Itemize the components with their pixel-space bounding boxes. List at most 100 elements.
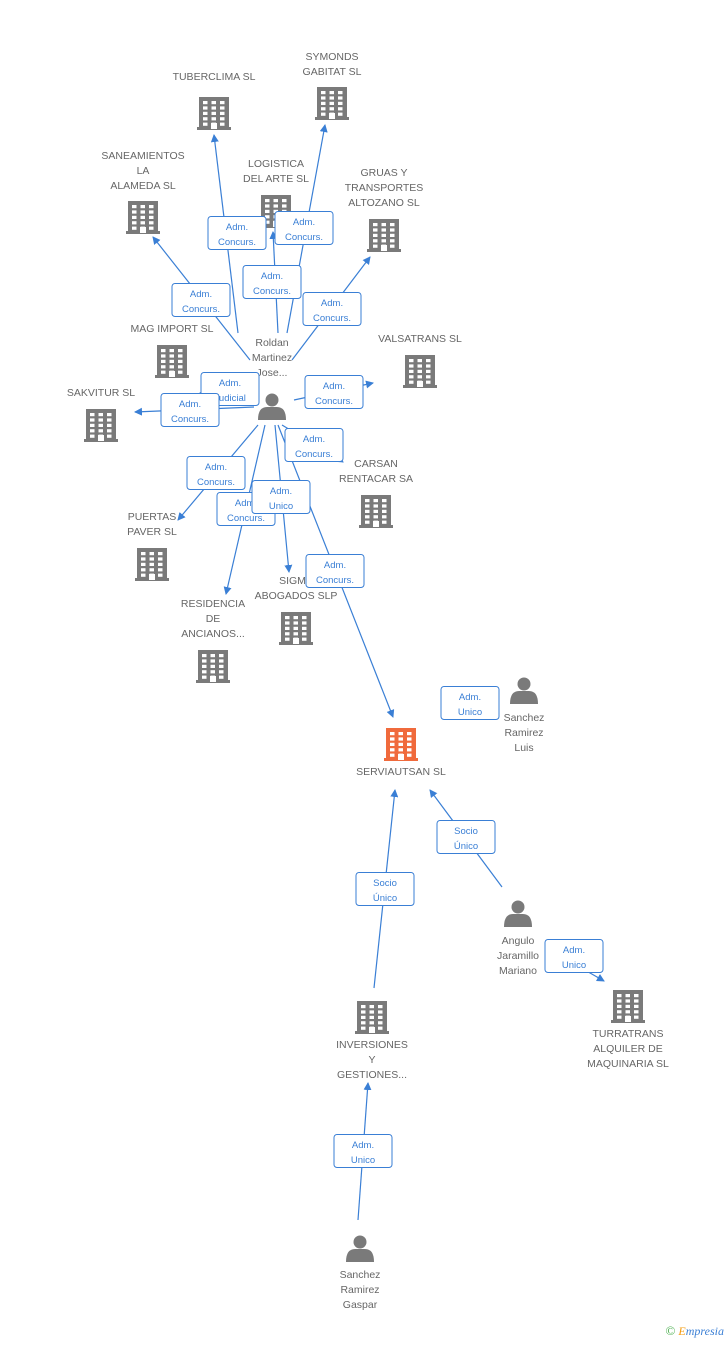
node-label: Ramirez [340, 1284, 379, 1296]
edge-label-text: Único [373, 893, 397, 904]
building-icon [126, 201, 160, 234]
node-label: VALSATRANS SL [378, 333, 462, 345]
node-label: DEL ARTE SL [243, 173, 309, 185]
building-icon [384, 728, 418, 761]
edge-label-text: Concurs. [171, 414, 209, 425]
edge-label-text: Adm. [563, 945, 585, 956]
node-label: MAQUINARIA SL [587, 1058, 669, 1070]
node-sakvitur[interactable]: SAKVITUR SL [67, 387, 135, 442]
building-icon [611, 990, 645, 1023]
node-label: Y [368, 1054, 375, 1066]
node-valsatrans[interactable]: VALSATRANS SL [378, 333, 462, 388]
edge-label-box [160, 393, 220, 427]
edge-label-text: Concurs. [182, 304, 220, 315]
edge-label-text: Adm. [205, 462, 227, 473]
empresia-logo: Empresia [678, 1324, 724, 1338]
node-label: Ramirez [504, 727, 543, 739]
edge-label-text: Concurs. [197, 477, 235, 488]
edge-label-text: Concurs. [316, 575, 354, 586]
edge-label-text: Socio [373, 878, 397, 889]
edge-label-roldan-gruas[interactable]: Adm.Concurs. [302, 292, 362, 326]
building-icon [315, 87, 349, 120]
node-label: Jaramillo [497, 950, 539, 962]
node-label: Sanchez [340, 1269, 381, 1281]
edge-label-roldan-valsatrans[interactable]: Adm.Concurs. [304, 375, 364, 409]
node-label: TUBERCLIMA SL [173, 71, 256, 83]
edge-label-roldan-logistica[interactable]: Adm.Concurs. [242, 265, 302, 299]
edge-label-box [207, 216, 267, 250]
node-label: TURRATRANS [593, 1028, 664, 1040]
node-label: ABOGADOS SLP [255, 590, 338, 602]
edge-label-roldan-symonds[interactable]: Adm.Concurs. [274, 211, 334, 245]
building-icon [403, 355, 437, 388]
edge-label-roldan-serviautsan[interactable]: Adm.Concurs. [305, 554, 365, 588]
edge-label-text: Socio [454, 826, 478, 837]
edge-label-text: Concurs. [227, 513, 265, 524]
node-label: ANCIANOS... [181, 628, 245, 640]
edge-label-box [304, 375, 364, 409]
edge-label-roldan-carsan[interactable]: Adm.Concurs. [284, 428, 344, 462]
node-sigma[interactable]: SIGMA ABOGADOS SLP [255, 575, 338, 645]
edge-label-roldan-puertas[interactable]: Adm. Concurs. [186, 456, 246, 490]
node-label: ALQUILER DE [593, 1043, 662, 1055]
edge-label-roldan-sigma[interactable]: Adm.Unico [251, 480, 311, 514]
building-icon [135, 548, 169, 581]
edge-label-text: Adm. [179, 399, 201, 410]
node-inversiones[interactable]: INVERSIONESYGESTIONES... [336, 1001, 408, 1081]
edge-label-text: Unico [562, 960, 586, 971]
node-label: SIGMA [279, 575, 313, 587]
edge-label-roldan-tuberclima[interactable]: Adm.Concurs. [207, 216, 267, 250]
node-label: SANEAMIENTOS [101, 150, 184, 162]
node-label: RENTACAR SA [339, 473, 413, 485]
edge-label-box [544, 939, 604, 973]
node-tuberclima[interactable]: TUBERCLIMA SL [173, 71, 256, 130]
node-turratrans[interactable]: TURRATRANS ALQUILER DE MAQUINARIA SL [587, 990, 669, 1070]
node-serviautsan[interactable]: SERVIAUTSAN SL [356, 728, 446, 778]
edge-label-box [302, 292, 362, 326]
edge-label-sanchezgaspar-inversiones[interactable]: Adm.Unico [333, 1134, 393, 1168]
edge-label-text: Judicial [214, 393, 246, 404]
edge-label-text: Único [454, 841, 478, 852]
node-label: GRUAS Y [360, 167, 407, 179]
edge-label-text: Unico [458, 707, 482, 718]
edge-label-text: Concurs. [295, 449, 333, 460]
copyright-symbol: © [665, 1323, 676, 1338]
node-magimport[interactable]: MAG IMPORT SL [130, 323, 214, 378]
edge-label-sanchezluis-serviautsan[interactable]: Adm. Unico [440, 686, 500, 720]
node-label: GABITAT SL [303, 66, 362, 78]
person-icon [504, 900, 532, 927]
node-label: ALTOZANO SL [348, 197, 420, 209]
node-roldan[interactable]: RoldanMartinezJose... [252, 337, 292, 420]
edge-label-text: Adm. [321, 298, 343, 309]
node-residencia[interactable]: RESIDENCIADEANCIANOS... [181, 598, 245, 683]
building-icon [367, 219, 401, 252]
edge-label-text: Adm. [459, 692, 481, 703]
person-icon [258, 393, 286, 420]
edge-label-box [440, 686, 500, 720]
edge-label-roldan-saneamientos[interactable]: Adm.Concurs. [171, 283, 231, 317]
edge-label-text: Adm. [235, 498, 257, 509]
building-icon [355, 1001, 389, 1034]
node-label: Jose... [257, 367, 288, 379]
node-label: LA [137, 165, 150, 177]
node-label: Sanchez [504, 712, 545, 724]
empresia-credit: © Empresia [666, 1323, 724, 1339]
node-label: Mariano [499, 965, 537, 977]
edge-label-roldan-sakvitur[interactable]: Adm. Concurs. [160, 393, 220, 427]
building-icon [279, 612, 313, 645]
edge-label-text: Unico [269, 501, 293, 512]
edge-label-angulo-turratrans[interactable]: Adm. Unico [544, 939, 604, 973]
edge-label-text: Adm. [293, 217, 315, 228]
